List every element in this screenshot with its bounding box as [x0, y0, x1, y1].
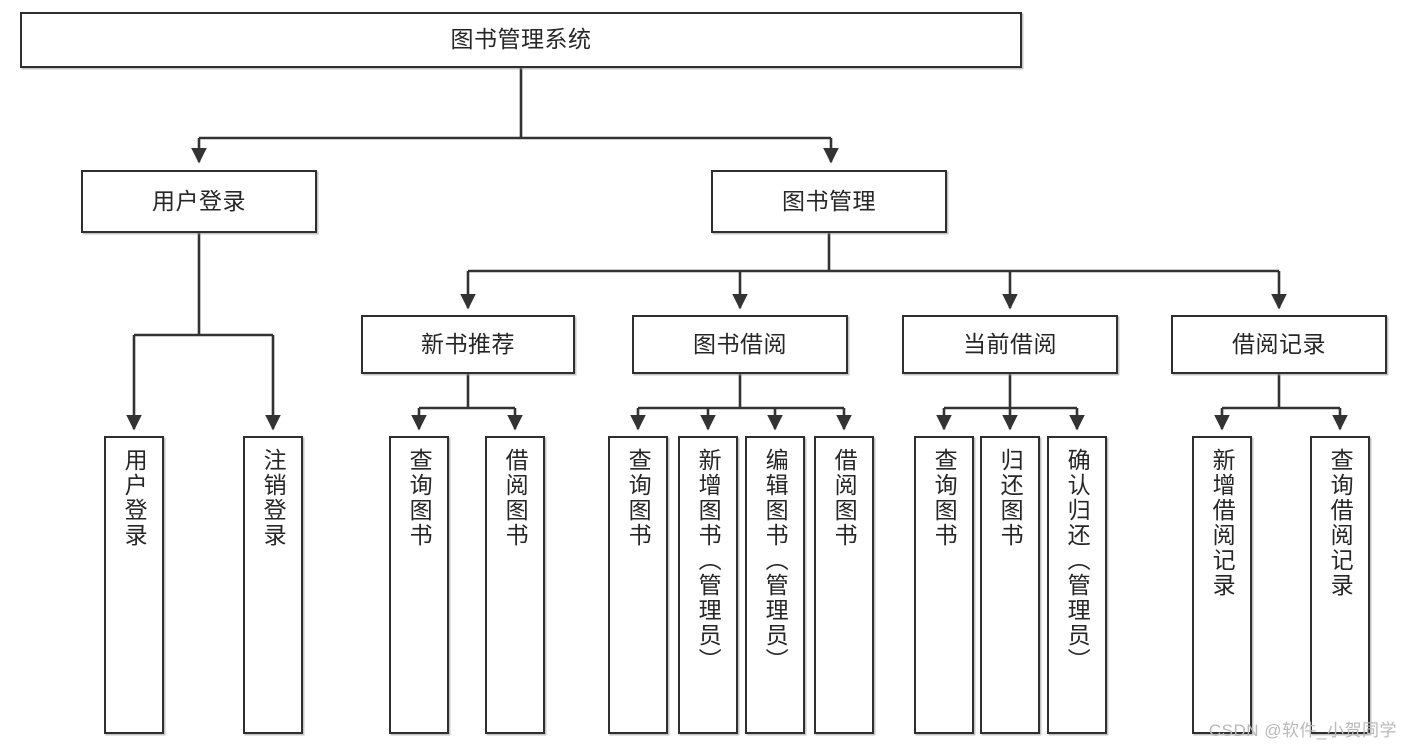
leaf-logout-label: 注销登录 [260, 448, 287, 548]
leaf-add-book-admin-label: 新增图书（管理员） [695, 448, 722, 673]
leaf-query-book-borrow[interactable]: 查询图书 [608, 436, 668, 734]
node-book-borrow-label: 图书借阅 [693, 330, 787, 357]
node-borrow-record-label: 借阅记录 [1232, 330, 1326, 357]
node-book-management-label: 图书管理 [782, 187, 876, 214]
leaf-edit-book-admin-label: 编辑图书（管理员） [762, 448, 789, 673]
leaf-query-borrow-record[interactable]: 查询借阅记录 [1310, 436, 1370, 734]
leaf-borrow-book-recommend-label: 借阅图书 [502, 448, 529, 548]
node-new-book-recommend-label: 新书推荐 [421, 330, 515, 357]
node-new-book-recommend[interactable]: 新书推荐 [361, 315, 575, 374]
leaf-user-login-label: 用户登录 [121, 448, 148, 548]
leaf-user-login[interactable]: 用户登录 [104, 436, 164, 734]
node-book-borrow[interactable]: 图书借阅 [632, 315, 848, 374]
leaf-return-book-label: 归还图书 [997, 448, 1024, 548]
leaf-return-book[interactable]: 归还图书 [980, 436, 1040, 734]
node-borrow-record[interactable]: 借阅记录 [1171, 315, 1387, 374]
node-current-borrow[interactable]: 当前借阅 [902, 315, 1118, 374]
leaf-logout[interactable]: 注销登录 [243, 436, 303, 734]
leaf-borrow-book-recommend[interactable]: 借阅图书 [485, 436, 545, 734]
node-user-login-label: 用户登录 [152, 187, 246, 214]
node-book-management[interactable]: 图书管理 [711, 170, 947, 233]
node-user-login[interactable]: 用户登录 [81, 170, 317, 233]
csdn-watermark: CSDN @软件_小贺同学 [1208, 721, 1397, 740]
leaf-confirm-return-admin-label: 确认归还（管理员） [1064, 448, 1091, 673]
leaf-borrow-book[interactable]: 借阅图书 [814, 436, 874, 734]
leaf-query-book-recommend[interactable]: 查询图书 [389, 436, 449, 734]
node-current-borrow-label: 当前借阅 [963, 330, 1057, 357]
leaf-confirm-return-admin[interactable]: 确认归还（管理员） [1047, 436, 1107, 734]
node-root-label: 图书管理系统 [450, 26, 592, 53]
leaf-add-borrow-record-label: 新增借阅记录 [1209, 448, 1236, 598]
leaf-query-book-recommend-label: 查询图书 [406, 448, 433, 548]
leaf-borrow-book-label: 借阅图书 [831, 448, 858, 548]
node-root[interactable]: 图书管理系统 [20, 12, 1022, 68]
leaf-add-book-admin[interactable]: 新增图书（管理员） [678, 436, 738, 734]
leaf-query-book-borrow-label: 查询图书 [625, 448, 652, 548]
leaf-query-book-current[interactable]: 查询图书 [914, 436, 974, 734]
leaf-edit-book-admin[interactable]: 编辑图书（管理员） [745, 436, 805, 734]
leaf-query-book-current-label: 查询图书 [931, 448, 958, 548]
leaf-query-borrow-record-label: 查询借阅记录 [1327, 448, 1354, 598]
leaf-add-borrow-record[interactable]: 新增借阅记录 [1192, 436, 1252, 734]
